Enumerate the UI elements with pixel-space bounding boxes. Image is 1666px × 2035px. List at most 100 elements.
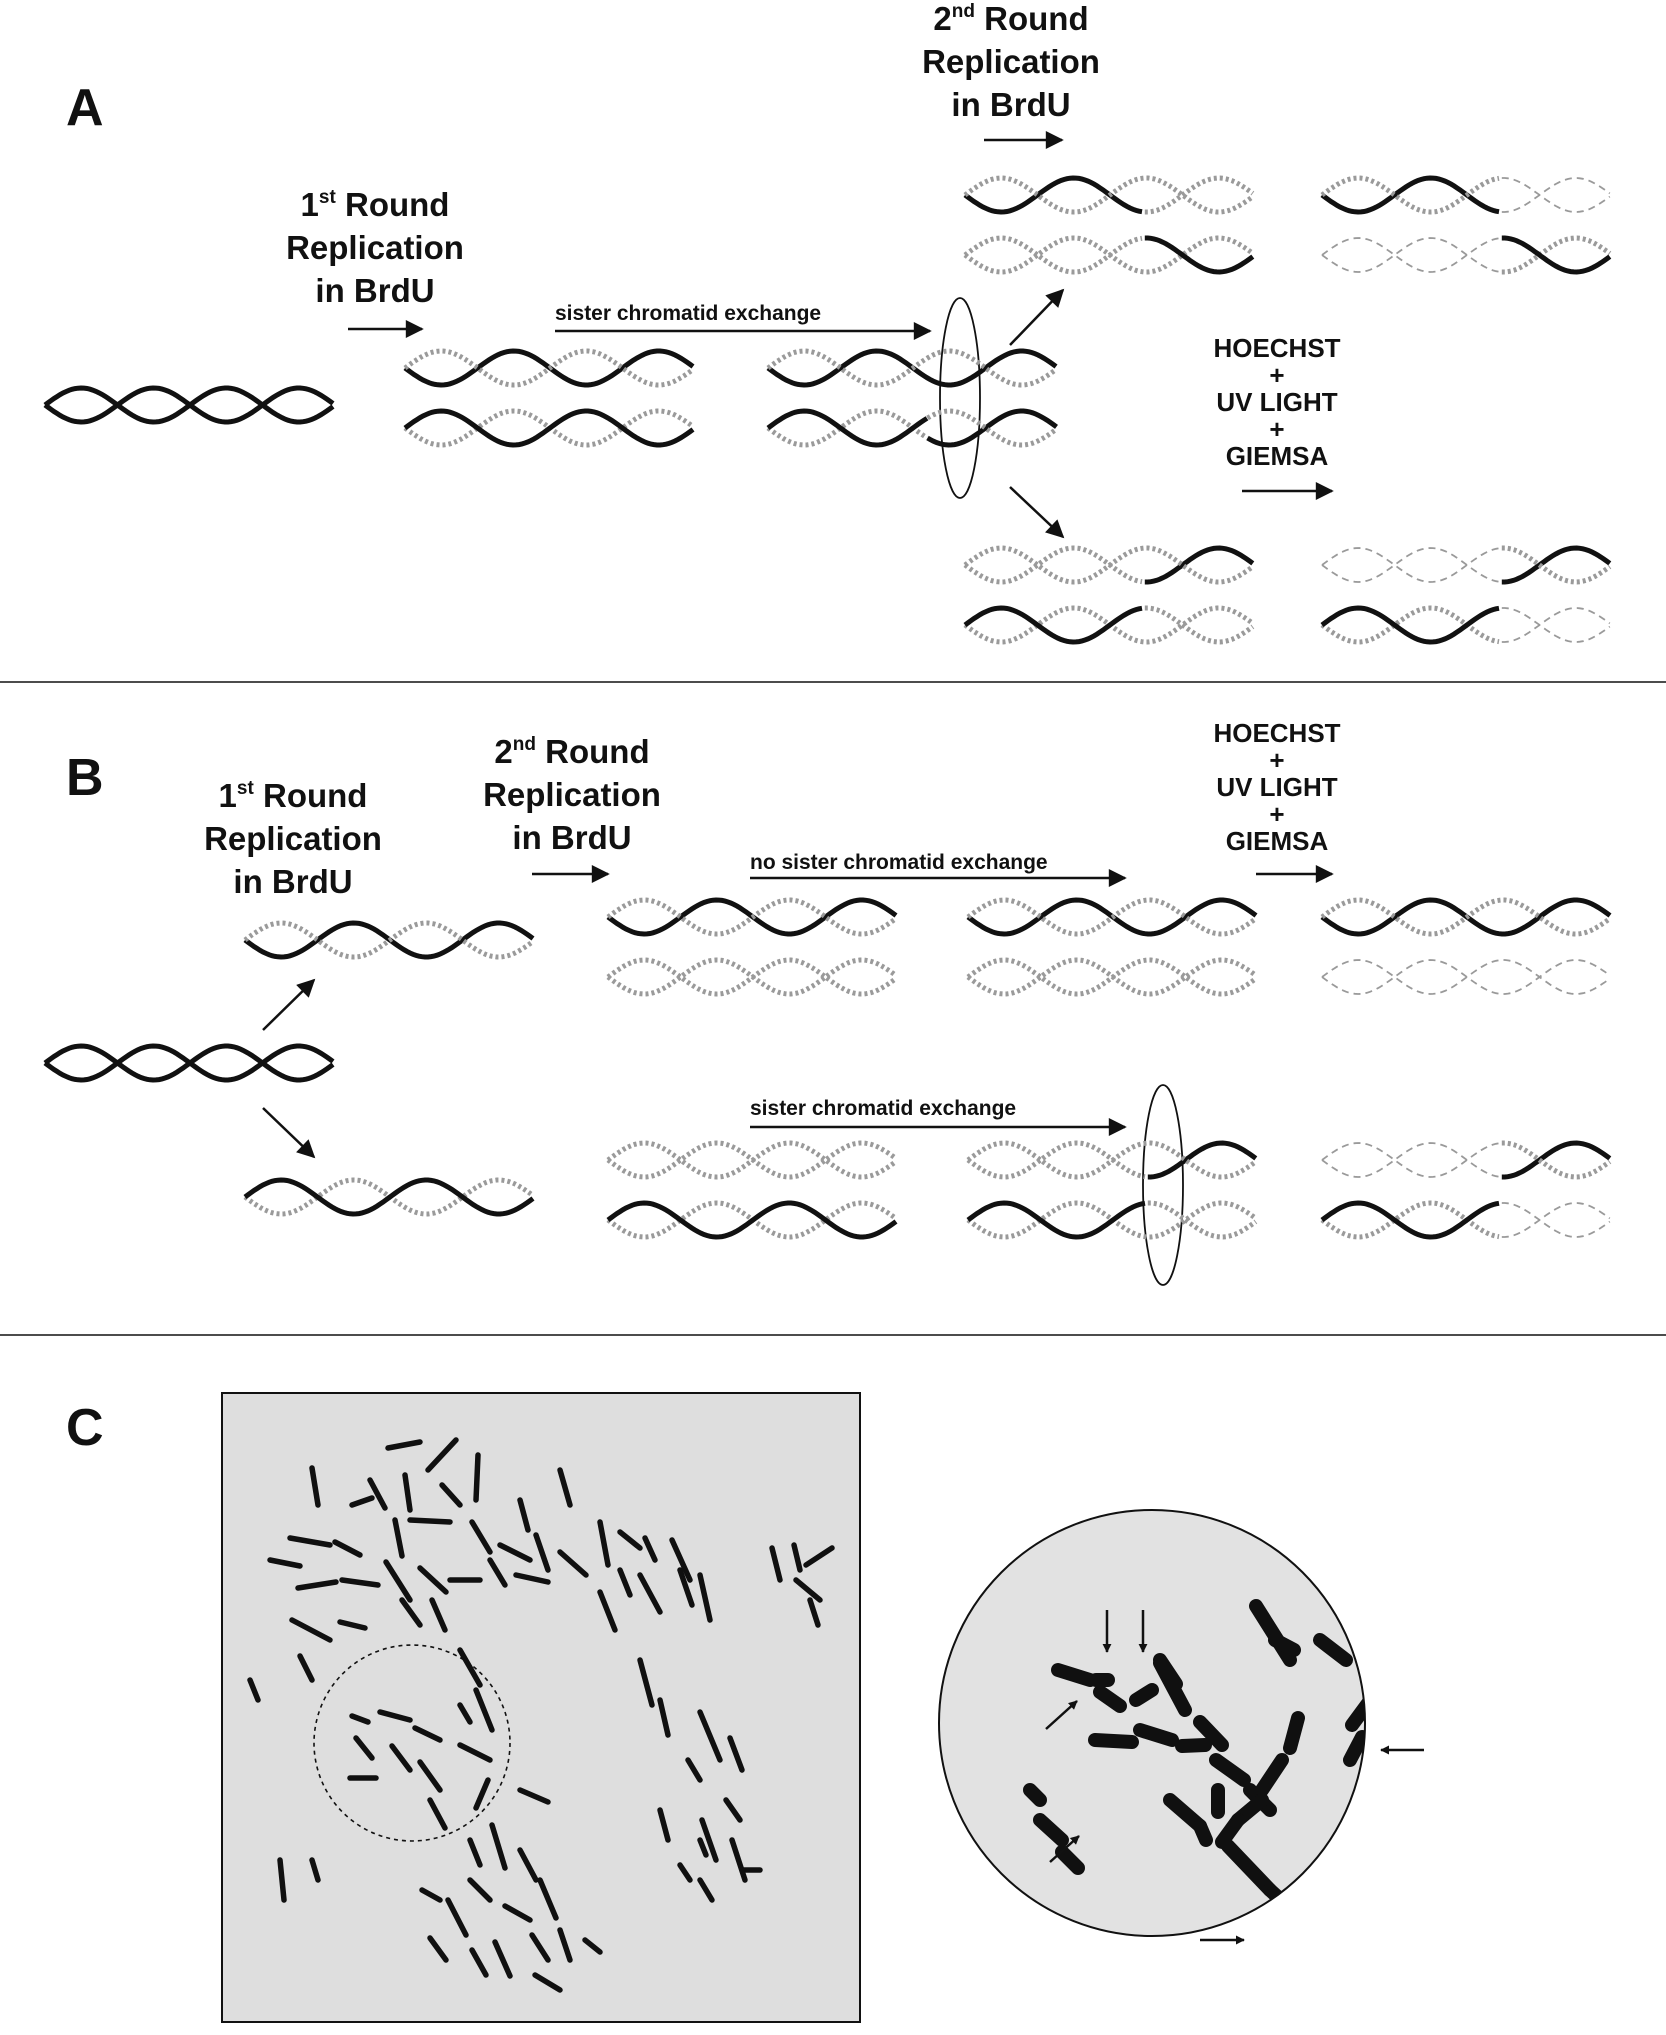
a-sce-ellipse xyxy=(939,297,981,499)
chromosome xyxy=(419,1887,443,1903)
chromosome xyxy=(637,1657,655,1708)
sce-pointer-arrow xyxy=(1049,1835,1080,1863)
chromosome xyxy=(473,1452,481,1503)
chromosome xyxy=(727,1735,745,1773)
chromosome xyxy=(557,1467,573,1508)
brdu-strand xyxy=(966,1200,1258,1240)
parental-strand xyxy=(966,1200,1146,1240)
faded-strand xyxy=(1321,237,1500,273)
chromosome xyxy=(791,1542,803,1573)
brdu-strand xyxy=(1144,605,1255,645)
brdu-strand xyxy=(243,920,535,960)
chromosome-magnified xyxy=(1193,1715,1229,1752)
b-round2-label: 2nd Round Replication in BrdU xyxy=(483,733,661,856)
parental-strand xyxy=(1320,1200,1500,1240)
b-round1-label: 1st Round Replication in BrdU xyxy=(204,777,382,900)
faded-strand xyxy=(1321,547,1500,583)
chromosome xyxy=(697,1709,723,1763)
chromosome-magnified xyxy=(1310,1945,1336,1960)
chromosome-magnified xyxy=(1343,1730,1365,1767)
chromosome xyxy=(803,1545,835,1568)
parental-strand xyxy=(1501,1140,1612,1180)
chromosome xyxy=(457,1647,483,1688)
chromosome xyxy=(402,1472,413,1513)
chromosome xyxy=(807,1597,821,1628)
svg-text:in BrdU: in BrdU xyxy=(233,863,352,900)
brdu-strand xyxy=(1320,897,1612,937)
chromosome xyxy=(517,1787,551,1805)
chromosome xyxy=(533,1532,551,1573)
micrograph-frame xyxy=(221,1392,861,2023)
chromosome-magnified xyxy=(1051,1663,1097,1687)
chromosome xyxy=(337,1619,368,1631)
chromosome xyxy=(289,1617,333,1643)
chromosome xyxy=(427,1935,449,1963)
chromosome xyxy=(349,1713,371,1725)
chromosome-magnified xyxy=(1153,1653,1183,1691)
faded-strand xyxy=(1321,1142,1500,1178)
parental-strand xyxy=(1147,1140,1258,1180)
chromosome xyxy=(697,1837,709,1858)
a-treatment-label: HOECHST + UV LIGHT + GIEMSA xyxy=(1213,333,1340,471)
chromosome-magnified xyxy=(1055,1845,1085,1875)
brdu-strand xyxy=(966,957,1258,997)
chromosome xyxy=(793,1577,823,1603)
parental-strand xyxy=(1320,605,1500,645)
chromosome xyxy=(309,1857,321,1883)
svg-text:in BrdU: in BrdU xyxy=(315,272,434,309)
brdu-strand xyxy=(403,408,695,448)
brdu-strand xyxy=(966,957,1258,997)
faded-strand xyxy=(1321,959,1611,995)
chromosome-magnified xyxy=(1255,1753,1289,1797)
brdu-strand xyxy=(963,545,1255,585)
brdu-strand xyxy=(606,957,898,997)
parental-strand xyxy=(243,1177,535,1217)
chromosome xyxy=(467,1837,483,1868)
metaphase-spread xyxy=(247,1437,835,1993)
brdu-strand xyxy=(963,545,1143,585)
chromosome-magnified xyxy=(1372,1477,1412,1548)
chromosome xyxy=(473,1777,491,1811)
chromosome-magnified xyxy=(1033,1813,1069,1847)
chromosome xyxy=(332,1539,363,1558)
chromosome xyxy=(417,1759,443,1793)
a-arrow-down xyxy=(1009,486,1065,539)
parental-strand xyxy=(1501,545,1612,585)
svg-text:1st Round: 1st Round xyxy=(301,186,450,223)
faded-strand xyxy=(1501,177,1611,213)
chromosome-magnified xyxy=(1268,1633,1301,1657)
chromosome xyxy=(309,1465,321,1508)
parental-strand xyxy=(606,1200,898,1240)
chromosome xyxy=(657,1697,671,1738)
brdu-strand xyxy=(1147,1200,1258,1240)
micrograph-panel xyxy=(221,1392,861,2023)
chromosome-magnified xyxy=(1093,1685,1127,1713)
svg-text:GIEMSA: GIEMSA xyxy=(1226,826,1329,856)
brdu-strand xyxy=(766,408,929,448)
brdu-strand xyxy=(1501,545,1612,585)
chromosome xyxy=(723,1797,743,1823)
svg-text:in BrdU: in BrdU xyxy=(951,86,1070,123)
chromosome xyxy=(582,1937,603,1955)
chromosome-magnified xyxy=(1175,1738,1212,1753)
chromosome xyxy=(669,1537,693,1583)
svg-text:1st Round: 1st Round xyxy=(219,777,368,814)
b-treatment-label: HOECHST + UV LIGHT + GIEMSA xyxy=(1213,718,1340,856)
dna-helices xyxy=(43,175,1612,1240)
parental-strand xyxy=(963,175,1143,215)
parental-strand xyxy=(1144,545,1255,585)
b-sce-label: sister chromatid exchange xyxy=(750,1097,1016,1120)
chromosome xyxy=(377,1709,413,1723)
chromosome-magnified xyxy=(1221,1839,1277,1897)
parental-strand xyxy=(43,385,335,425)
chromosome xyxy=(617,1529,643,1551)
chromosome xyxy=(537,1877,559,1921)
chromosome xyxy=(439,1482,463,1508)
chromosome xyxy=(287,1535,333,1548)
chromosome xyxy=(502,1903,533,1923)
parental-strand xyxy=(963,605,1143,645)
chromosome xyxy=(467,1877,493,1903)
parental-strand xyxy=(766,408,929,448)
svg-text:Replication: Replication xyxy=(204,820,382,857)
